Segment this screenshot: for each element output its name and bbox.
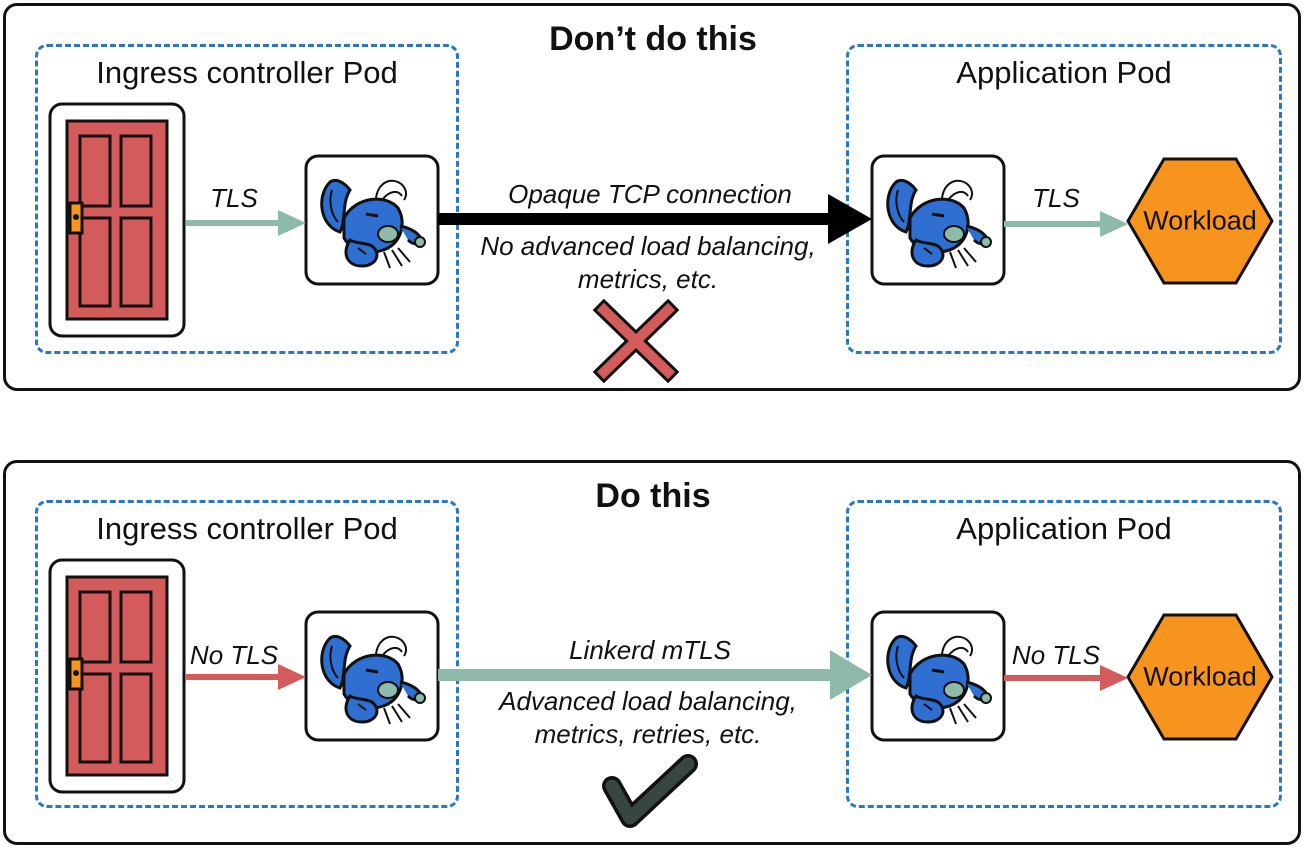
workload-label: Workload	[1143, 205, 1257, 236]
do-this-panel	[3, 460, 1301, 845]
pod-label: Application Pod	[956, 511, 1172, 546]
left-link-label: No TLS	[189, 640, 279, 670]
panel-title: Do this	[595, 477, 711, 515]
pod-label: Ingress controller Pod	[96, 511, 398, 546]
middle-link-top-label: Linkerd mTLS	[569, 635, 731, 665]
application-pod: Application Pod	[846, 44, 1282, 354]
right-link-label: TLS	[1032, 183, 1080, 213]
panel-title: Don’t do this	[549, 20, 757, 58]
linkerd-proxy-icon	[304, 610, 440, 742]
middle-link-bottom-label-line2: metrics, retries, etc.	[534, 719, 762, 749]
middle-link-top-label: Opaque TCP connection	[508, 179, 792, 209]
no-tls-arrowhead	[278, 664, 306, 690]
left-link-label: TLS	[210, 183, 258, 213]
ingress-door-icon	[48, 558, 186, 794]
tls-arrowhead	[1100, 211, 1128, 237]
application-pod: Application Pod	[846, 500, 1282, 808]
tls-arrowhead	[278, 210, 306, 236]
no-tls-arrowhead	[1100, 665, 1128, 691]
ingress-controller-pod: Ingress controller Pod	[35, 500, 459, 808]
middle-link-bottom-label-line1: Advanced load balancing,	[499, 686, 797, 716]
middle-link-bottom-label-line2: metrics, etc.	[577, 264, 719, 294]
mtls-arrowhead	[830, 650, 872, 700]
linkerd-proxy-icon	[870, 154, 1006, 286]
x-mark-icon	[592, 298, 680, 384]
pod-label: Application Pod	[956, 55, 1172, 90]
opaque-tcp-arrowhead	[828, 194, 872, 244]
workload-label: Workload	[1143, 661, 1257, 692]
right-link-label: No TLS	[1011, 640, 1101, 670]
middle-link-bottom-label-line1: No advanced load balancing,	[480, 231, 816, 261]
ingress-door-icon	[48, 102, 186, 338]
linkerd-proxy-icon	[870, 610, 1006, 742]
ingress-controller-pod: Ingress controller Pod	[35, 44, 459, 354]
check-mark-icon	[605, 757, 695, 825]
linkerd-proxy-icon	[304, 154, 440, 286]
pod-label: Ingress controller Pod	[96, 55, 398, 90]
